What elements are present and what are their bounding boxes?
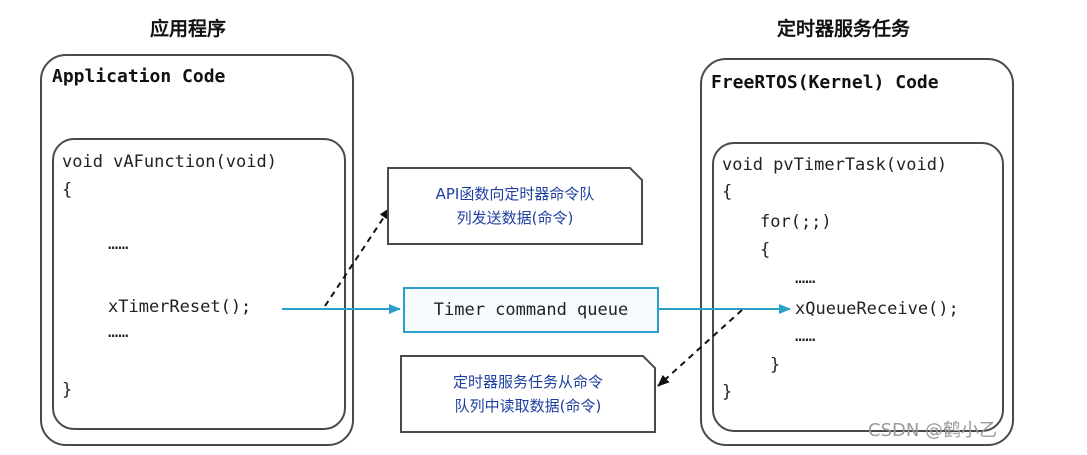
receive-note: 定时器服务任务从命令 队列中读取数据(命令)	[403, 358, 653, 430]
code-line-close-brace: }	[722, 382, 733, 402]
receive-note-line: 定时器服务任务从命令	[452, 373, 603, 391]
code-line-open-brace: {	[722, 182, 733, 202]
code-line-ellipsis: ……	[795, 268, 816, 288]
code-line-task-signature: void pvTimerTask(void)	[722, 155, 948, 175]
code-line-open-brace: {	[62, 180, 73, 200]
code-line-ellipsis: ……	[108, 322, 129, 342]
code-line-close-brace: }	[62, 380, 73, 400]
code-line-loop-close-brace: }	[770, 355, 781, 375]
code-line-xtimerreset: xTimerReset();	[108, 297, 252, 317]
send-note-shape	[387, 167, 643, 245]
code-line-ellipsis: ……	[795, 326, 816, 346]
send-note: API函数向定时器命令队 列发送数据(命令)	[390, 170, 640, 242]
timer-service-heading: 定时器服务任务	[777, 18, 911, 40]
kernel-code-title: FreeRTOS(Kernel) Code	[711, 72, 939, 93]
receive-note-line: 队列中读取数据(命令)	[454, 397, 602, 415]
code-line-function-signature: void vAFunction(void)	[62, 152, 277, 172]
timer-command-queue: Timer command queue	[403, 287, 659, 333]
send-note-line: 列发送数据(命令)	[456, 209, 574, 227]
code-line-loop-open-brace: {	[760, 240, 771, 260]
csdn-watermark: CSDN @鹤小乙	[868, 420, 998, 441]
code-line-ellipsis: ……	[108, 234, 129, 254]
send-note-pointer	[324, 207, 391, 307]
receive-note-shape	[400, 355, 656, 433]
application-code-title: Application Code	[52, 66, 226, 87]
pvtimertask-code-block	[712, 142, 1004, 432]
code-line-xqueuereceive: xQueueReceive();	[795, 299, 959, 319]
vafunction-code-block	[52, 138, 346, 430]
application-heading: 应用程序	[150, 18, 227, 40]
code-line-for-loop: for(;;)	[760, 212, 832, 232]
receive-note-pointer	[657, 309, 743, 387]
send-note-line: API函数向定时器命令队	[435, 185, 595, 203]
